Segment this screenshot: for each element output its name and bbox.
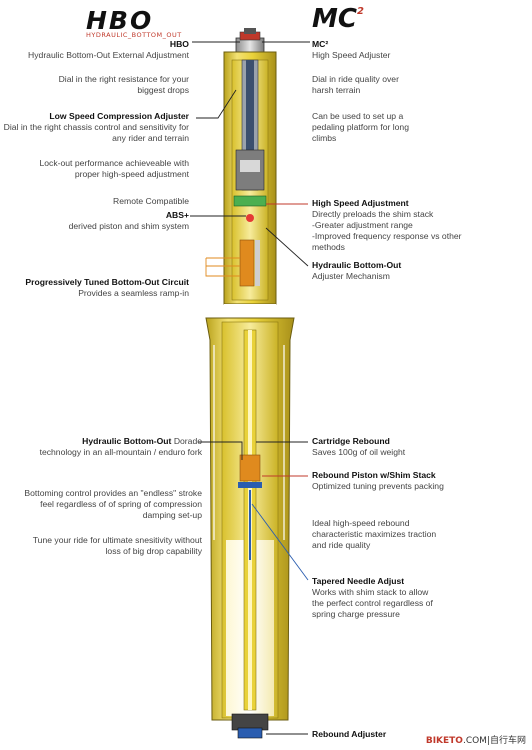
lsc-title: Low Speed Compression Adjuster [49, 111, 189, 121]
hsa-desc3: -Improved frequency response vs other me… [312, 231, 462, 252]
hbo-logo: HBO HYDRAULIC_BOTTOM_OUT [86, 6, 196, 39]
mc-logo-sup: 2 [356, 6, 364, 17]
watermark-site-b: .COM [462, 736, 487, 746]
tune-text: Tune your ride for ultimate snesitivity … [32, 535, 202, 556]
hbo-label: HBO Hydraulic Bottom-Out External Adjust… [9, 39, 189, 61]
rebound-adjuster-label: Rebound Adjuster [312, 729, 387, 739]
hbo2-desc-b: technology in an all-mountain / enduro f… [39, 447, 202, 457]
lockout-text: Lock-out performance achieveable with pr… [39, 158, 189, 179]
watermark-site-c: |自行车网 [486, 736, 526, 746]
cartridge-label: Cartridge Rebound Saves 100g of oil weig… [312, 436, 472, 458]
mc2-label: MC² High Speed Adjuster [312, 39, 492, 61]
rebound-piston-description: Optimized tuning prevents packing [312, 481, 444, 491]
lsc-description: Dial in the right chassis control and se… [3, 122, 189, 143]
ptbo-label: Progressively Tuned Bottom-Out Circuit P… [0, 277, 189, 299]
hsa-title: High Speed Adjustment [312, 198, 409, 208]
cartridge-title: Cartridge Rebound [312, 436, 390, 446]
hbo-logo-text: HBO [86, 6, 154, 35]
ptbo-description: Provides a seamless ramp-in [78, 288, 189, 298]
site-watermark: BIKETO.COM|自行车网 [426, 733, 526, 746]
leader-lines [190, 41, 310, 735]
hbo2-title: Hydraulic Bottom-Out [82, 436, 172, 446]
mc2-description: High Speed Adjuster [312, 50, 391, 60]
tapered-needle-label: Tapered Needle Adjust Works with shim st… [312, 576, 442, 620]
tube-gap [224, 304, 276, 318]
ideal-text: Ideal high-speed rebound characteristic … [312, 518, 437, 550]
hbo-adjuster-title: Hydraulic Bottom-Out [312, 260, 402, 270]
hbo-adjuster-description: Adjuster Mechanism [312, 271, 390, 281]
upper-tube [223, 51, 277, 305]
mc2-dial-text: Dial in ride quality over harsh terrain [312, 74, 399, 95]
hbo2-label: Hydraulic Bottom-Out Dorado technology i… [12, 436, 202, 458]
remote-text: Remote Compatible [113, 196, 189, 206]
hbo-adjuster-label: Hydraulic Bottom-Out Adjuster Mechanism [312, 260, 472, 282]
rebound-piston-label: Rebound Piston w/Shim Stack Optimized tu… [312, 470, 452, 492]
mc2-logo: MC2 [312, 4, 364, 34]
hbo2-desc-a: Dorado [173, 436, 202, 446]
hbo-title: HBO [169, 39, 189, 49]
bottoming-text: Bottoming control provides an "endless" … [24, 488, 202, 520]
lower-leg [205, 317, 295, 739]
ptbo-title: Progressively Tuned Bottom-Out Circuit [25, 277, 189, 287]
tapered-needle-description: Works with shim stack to allow the perfe… [312, 587, 433, 619]
hsa-desc2: -Greater adjustment range [312, 220, 413, 230]
abs-description: derived piston and shim system [68, 221, 189, 231]
rebound-piston-title: Rebound Piston w/Shim Stack [312, 470, 436, 480]
hsa-desc1: Directly preloads the shim stack [312, 209, 434, 219]
hbo-logo-subtitle: HYDRAULIC_BOTTOM_OUT [86, 31, 182, 39]
mc-logo-text: MC [312, 4, 357, 34]
lsc-label: Low Speed Compression Adjuster Dial in t… [0, 111, 189, 144]
hbo-dial-text: Dial in the right resistance for your bi… [58, 74, 189, 95]
cartridge-description: Saves 100g of oil weight [312, 447, 406, 457]
mc2-title: MC² [312, 39, 329, 49]
top-cap [235, 28, 265, 53]
mc2-platform-text: Can be used to set up a pedaling platfor… [312, 111, 409, 143]
hsa-label: High Speed Adjustment Directly preloads … [312, 198, 472, 253]
tapered-needle-title: Tapered Needle Adjust [312, 576, 405, 586]
abs-label: ABS+ derived piston and shim system [19, 210, 189, 232]
hbo-description: Hydraulic Bottom-Out External Adjustment [28, 50, 189, 60]
abs-title: ABS+ [165, 210, 189, 220]
watermark-site-a: BIKETO [425, 736, 463, 746]
